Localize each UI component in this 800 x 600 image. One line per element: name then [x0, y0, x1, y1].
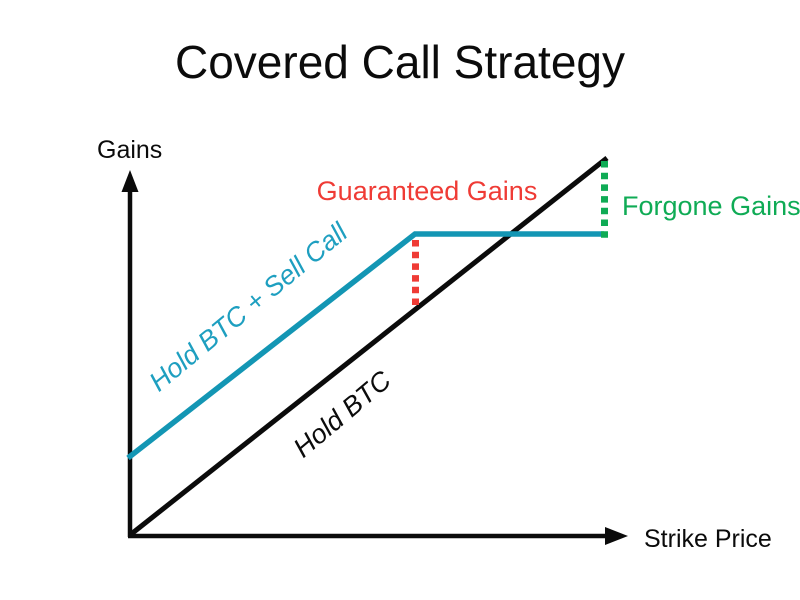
x-axis-arrowhead-icon [605, 527, 628, 545]
page-title: Covered Call Strategy [175, 36, 625, 88]
x-axis-label: Strike Price [644, 525, 772, 553]
forgone-gains-label: Forgone Gains [622, 191, 800, 221]
guaranteed-gains-label: Guaranteed Gains [317, 176, 538, 206]
y-axis-label: Gains [97, 136, 162, 164]
hold-btc-line [128, 156, 609, 537]
hold-btc-line-label: Hold BTC [288, 365, 397, 464]
covered-call-line [126, 231, 604, 461]
y-axis-arrowhead-icon [121, 170, 139, 192]
